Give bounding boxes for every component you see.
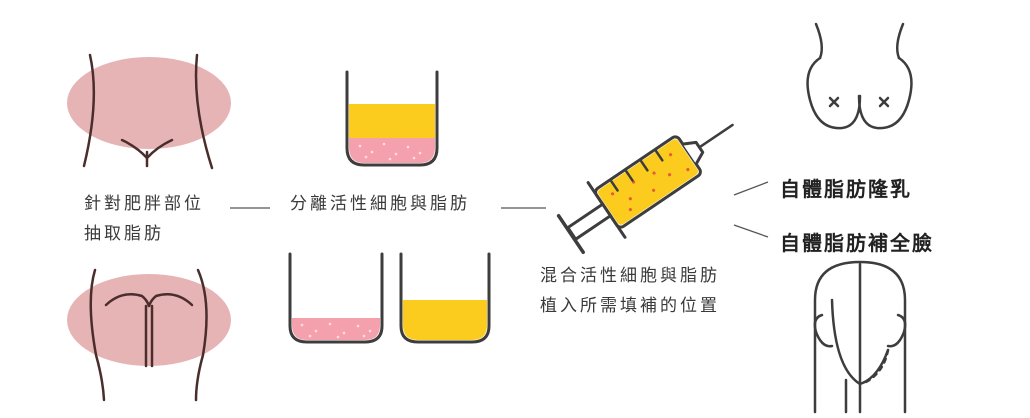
step-harvest-line2: 抽取脂肪 (84, 223, 164, 244)
step-inject-line2: 植入所需填補的位置 (540, 295, 720, 316)
fat-cup-illustration (399, 252, 491, 344)
step-harvest-line1: 針對肥胖部位 (84, 194, 204, 214)
syringe-illustration (556, 123, 734, 254)
result-face-label: 自體脂肪補全臉 (780, 231, 934, 255)
breast-illustration (806, 22, 913, 130)
abdomen-front-illustration (67, 53, 231, 170)
harvest-area-highlight (67, 57, 231, 149)
result-connector-2 (733, 224, 769, 238)
result-connector-1 (733, 181, 769, 196)
result-breast-label: 自體脂肪隆乳 (780, 177, 912, 201)
buttocks-back-illustration (67, 268, 231, 402)
step-separate-label: 分離活性細胞與脂肪 (290, 194, 470, 214)
cells-cup-illustration (288, 252, 384, 344)
step-inject-label: 混合活性細胞與脂肪 植入所需填補的位置 (540, 262, 720, 322)
separated-cup-illustration (345, 70, 439, 167)
step-inject-line1: 混合活性細胞與脂肪 (540, 266, 720, 286)
step-harvest-label: 針對肥胖部位 抽取脂肪 (84, 190, 204, 250)
harvest-area-highlight-2 (67, 274, 231, 366)
face-illustration (813, 260, 907, 414)
